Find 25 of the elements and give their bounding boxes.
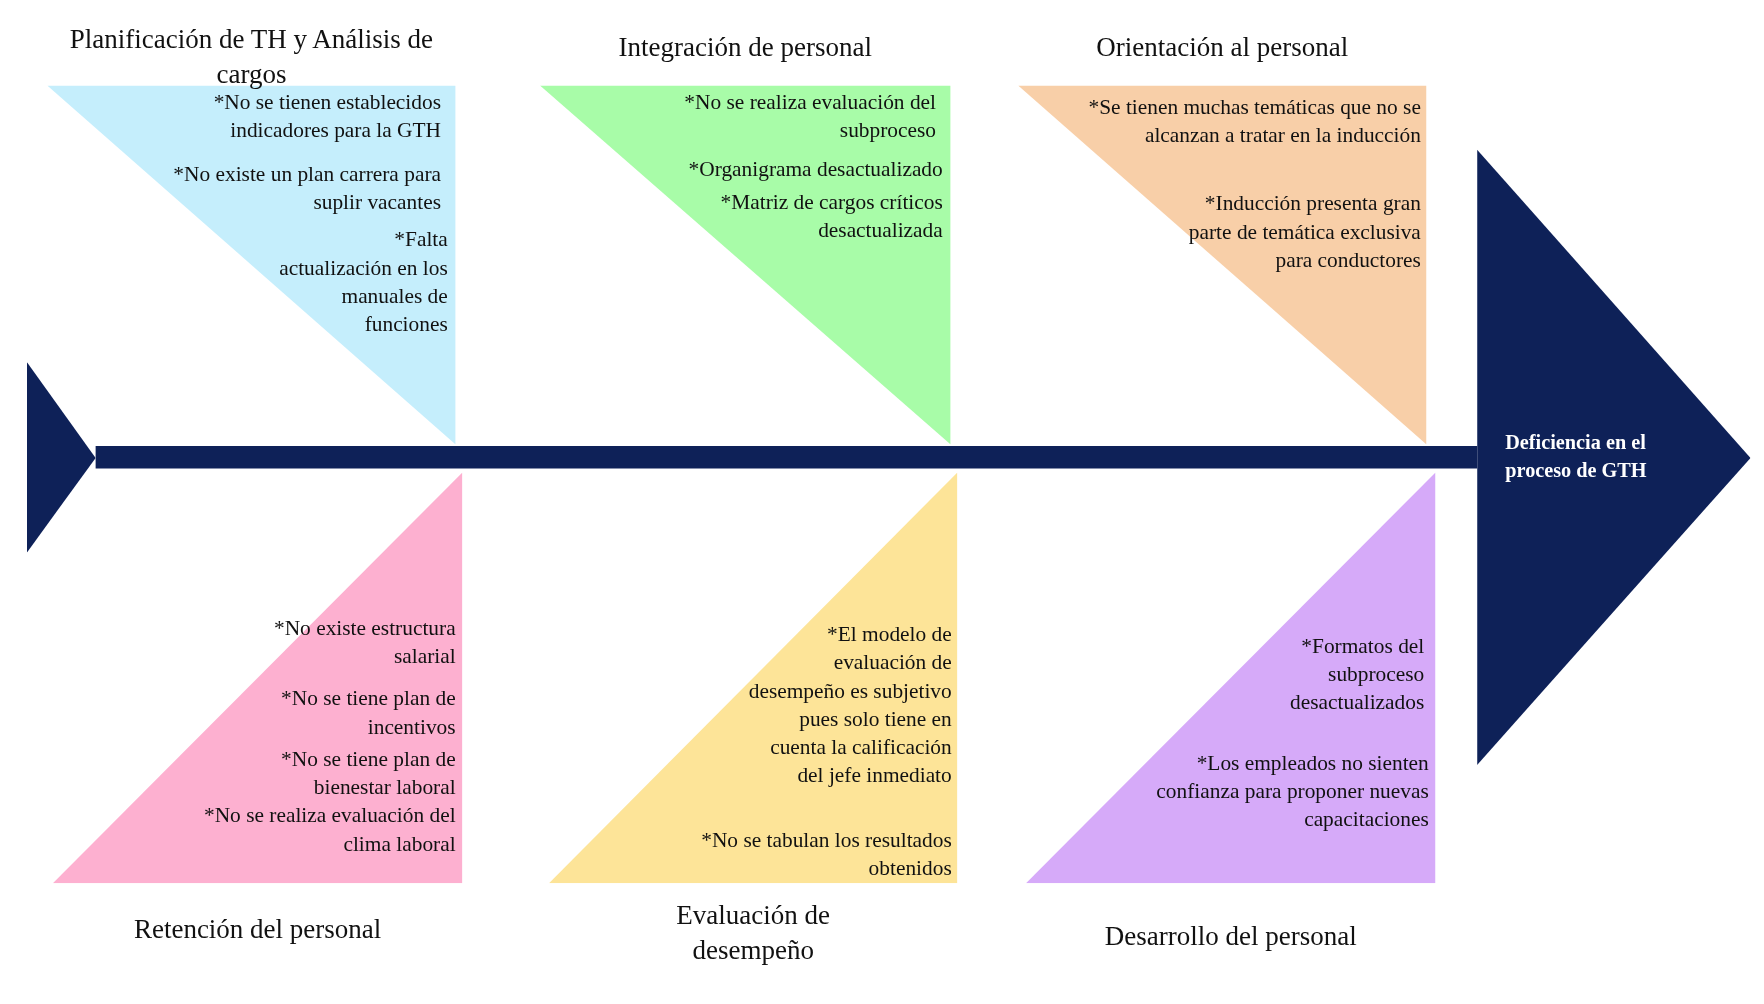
arrow-head (1477, 149, 1751, 765)
tail-triangle (27, 362, 96, 553)
cause-text: *Organigrama desactualizado (687, 155, 943, 183)
category-title: Planificación de TH y Análisis de cargos (68, 23, 434, 91)
cause-text: *No se realiza evaluación del subproceso (683, 89, 936, 144)
cause-text: *No se tiene plan de bienestar laboral (280, 746, 456, 801)
category-title: Integración de personal (617, 31, 873, 64)
category-title: Evaluación de desempeño (675, 899, 831, 967)
cause-text: *Inducción presenta gran parte de temática exclusiva para conductores (1187, 190, 1421, 274)
cause-text: *No se realiza evaluación del clima laboral (203, 802, 456, 857)
cause-text: *El modelo de evaluación de desempeño es subjetivo pues solo tiene en cuenta la calificación del jefe inmediato (747, 621, 952, 789)
category-title: Desarrollo del personal (1103, 920, 1358, 953)
cause-text: *Falta actualización en los manuales de funciones (279, 226, 448, 338)
cause-text: *No se tabulan los resultados obtenidos (700, 827, 952, 882)
category-title: Orientación al personal (1095, 31, 1350, 64)
cause-text: *Los empleados no sienten confianza para proponer nuevas capacitaciones (1155, 749, 1429, 833)
category-title: Retención del personal (132, 913, 383, 946)
effect-text: Deficiencia en el proceso de GTH (1505, 429, 1648, 484)
cause-text: *No se tiene plan de incentivos (280, 685, 456, 740)
cause-text: *No se tienen establecidos indicadores para la GTH (212, 89, 441, 144)
cause-text: *Se tienen muchas temáticas que no se alcanzan a tratar en la inducción (1087, 93, 1421, 149)
cause-text: *No existe estructura salarial (273, 614, 456, 670)
cause-text: *No existe un plan carrera para suplir vacantes (172, 161, 441, 216)
cause-text: *Formatos del subproceso desactualizados (1289, 632, 1425, 716)
cause-text: *Matriz de cargos críticos desactualizada (719, 189, 943, 244)
